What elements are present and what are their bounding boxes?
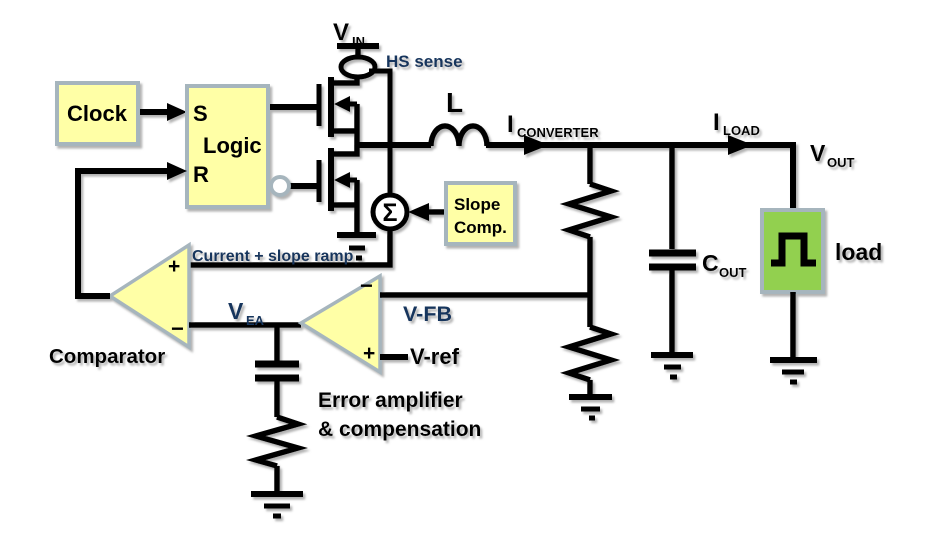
divider-resistor-top-icon [559,181,621,240]
i-converter-label: I [507,111,514,138]
vout-rail-wire [486,142,796,211]
comparator-triangle [106,241,191,351]
hs-sense-tap-wire [369,68,393,195]
comparator-output-wire [75,168,168,299]
error-amp-caption-line1: Error amplifier [318,389,463,412]
compensation-network [245,325,309,519]
divider-ground-icon [569,394,612,421]
comparator-label: Comparator [49,345,165,368]
inverter-bubble-icon [269,175,291,197]
logic-reset-label: R [193,162,209,187]
logic-block: S Logic R [185,84,270,209]
comparator-plus: + [168,255,180,278]
summer-symbol: Σ [382,199,397,227]
vref-label: V-ref [410,344,460,369]
error-amp-plus: + [363,342,375,365]
error-amplifier-block: − + [189,272,590,519]
output-capacitor [649,145,696,380]
labels: V IN HS sense L I CONVERTER I LOAD V OUT… [49,19,882,441]
feedback-divider [559,145,621,421]
hs-current-sense-icon [338,54,378,80]
inductor-icon [428,123,490,147]
slope-comp-block: Slope Comp. [444,181,517,246]
slope-comp-label-line1: Slope [454,195,500,214]
set-arrowhead-icon [167,103,187,121]
clock-label: Clock [67,101,128,126]
low-side-mosfet-icon [269,145,376,261]
vin-node [337,43,393,195]
ramp-wire [189,229,393,268]
error-amp-triangle [297,272,382,376]
i-load-label: I [713,109,720,136]
i-load-arrowhead-icon [728,135,753,155]
hs-drain-stub [331,76,360,86]
clock-box [55,81,140,146]
ls-drain-stub [331,145,360,157]
vout-label: V [810,140,826,166]
i-converter-arrowhead-icon [524,135,549,155]
i-converter-sub-label: CONVERTER [517,125,599,140]
vea-label: V [228,298,244,324]
load-box [760,208,825,294]
slope-arrowhead-icon [408,203,429,221]
cout-ground-icon [651,352,693,380]
i-load-sub-label: LOAD [723,123,760,138]
load-block [760,208,825,385]
vout-sub-label: OUT [827,155,855,170]
hs-bulk-arrowhead-icon [334,96,350,112]
vin-sub-label: IN [352,34,365,49]
vin-label: V [333,19,349,46]
error-amp-minus: − [360,273,373,298]
divider-resistor-bottom-icon [559,324,621,383]
reset-arrowhead-icon [167,162,187,180]
comparator-block: + − [75,162,191,351]
pulse-waveform-icon [771,232,816,267]
logic-label: Logic [203,133,262,158]
comparator-minus: − [171,316,184,341]
ls-ground-icon [337,232,376,261]
vfb-label: V-FB [403,302,452,326]
comp-resistor-icon [245,414,309,469]
logic-box [185,84,270,209]
cout-sub-label: OUT [719,265,747,280]
comp-ground-icon [251,491,303,519]
slope-comp-box [444,181,517,246]
slope-comp-label-line2: Comp. [454,218,507,237]
hs-sense-label: HS sense [386,52,463,71]
load-label: load [835,239,882,265]
error-amp-caption-line2: & compensation [318,418,481,441]
ramp-label: Current + slope ramp [192,248,354,265]
cout-label: C [702,250,719,276]
vea-sub-label: EA [246,313,265,328]
load-ground-icon [770,357,817,385]
logic-set-label: S [193,101,208,126]
summing-node: Σ [189,192,446,268]
inductor-label: L [446,87,463,118]
ls-bulk-arrowhead-icon [334,172,350,188]
clock-block: Clock [55,81,187,146]
high-side-mosfet-icon [268,76,360,145]
